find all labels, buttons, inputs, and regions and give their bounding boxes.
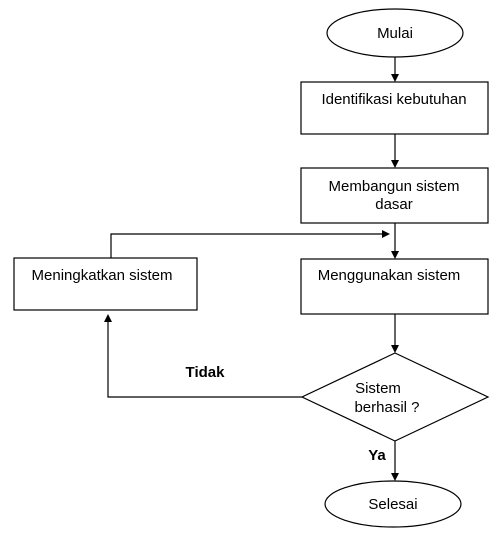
decision-label-line1: Sistem — [355, 380, 401, 397]
edge-decision-improve — [107, 322, 302, 398]
start-label: Mulai — [377, 25, 413, 42]
arrowhead — [391, 345, 399, 353]
identify-node — [300, 81, 489, 135]
build-label-line1: Membangun sistem — [329, 178, 460, 195]
end-label: Selesai — [368, 496, 417, 513]
arrowhead — [104, 314, 112, 322]
edge-label-no: Tidak — [186, 364, 226, 381]
arrowhead — [391, 473, 399, 481]
build-label-line2: dasar — [375, 196, 413, 213]
improve-label: Meningkatkan sistem — [32, 267, 173, 284]
decision-node — [300, 352, 490, 442]
end-node — [324, 480, 462, 528]
edge-improve-use — [110, 233, 382, 258]
arrowhead — [391, 251, 399, 259]
arrowhead — [391, 74, 399, 82]
use-label: Menggunakan sistem — [318, 267, 461, 284]
arrowhead — [391, 160, 399, 168]
use-node — [300, 258, 489, 315]
build-node — [300, 167, 489, 224]
edge-label-yes: Ya — [368, 447, 386, 464]
arrowhead — [382, 230, 390, 238]
decision-label-line2: berhasil ? — [354, 399, 419, 416]
identify-label: Identifikasi kebutuhan — [321, 91, 466, 108]
improve-node — [13, 257, 198, 311]
